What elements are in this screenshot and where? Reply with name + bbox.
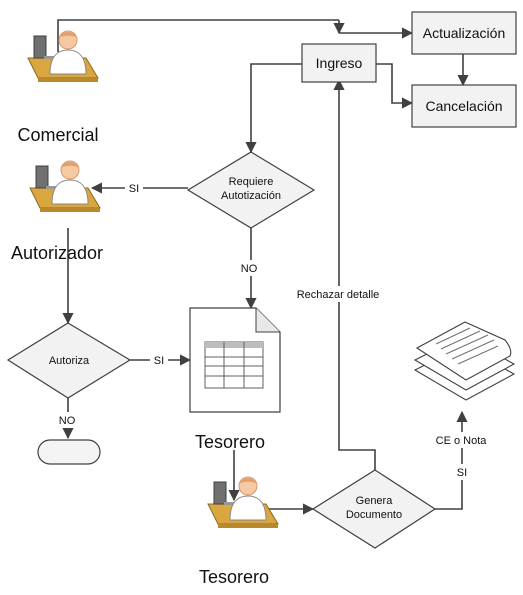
stacked-documents-icon (413, 321, 516, 401)
document-spreadsheet-icon (189, 307, 281, 413)
edge-label-si-genera: SI (457, 467, 467, 479)
decision-requiere-line2: Autotización (221, 190, 281, 202)
box-actualizacion-label: Actualización (423, 25, 506, 41)
edge-ingreso-to-requiere (245, 63, 302, 154)
edge-label-no-requiere: NO (241, 263, 258, 275)
edge-ingreso-to-cancelacion (376, 63, 414, 109)
actor-label-comercial: Comercial (17, 125, 98, 145)
person-autorizador-icon (29, 160, 101, 213)
actor-label-tesorero-document: Tesorero (195, 432, 265, 452)
person-tesorero-icon (207, 476, 279, 529)
decision-genera-line2: Documento (346, 509, 402, 521)
edge-label-si-autoriza: SI (154, 355, 164, 367)
edge-label-rechazar-detalle: Rechazar detalle (297, 289, 380, 301)
edge-label-ce-o-nota: CE o Nota (436, 435, 488, 447)
person-comercial-icon (27, 30, 99, 83)
edge-label-si-requiere: SI (129, 183, 139, 195)
terminal-end (37, 439, 101, 465)
edge-genera-si (435, 410, 468, 510)
box-cancelacion: Cancelación (411, 84, 517, 128)
actor-label-tesorero-person: Tesorero (199, 567, 269, 587)
decision-autoriza-label: Autoriza (49, 355, 90, 367)
decision-genera-line1: Genera (356, 495, 394, 507)
box-actualizacion: Actualización (411, 11, 517, 55)
box-ingreso-label: Ingreso (316, 55, 363, 71)
decision-autoriza: Autoriza (6, 322, 132, 399)
edges (57, 19, 469, 515)
edge-comercial-to-actualizacion (57, 19, 339, 52)
box-cancelacion-label: Cancelación (425, 98, 502, 114)
edge-rechazar-detalle (333, 78, 376, 470)
decision-requiere: Requiere Autotización (186, 151, 316, 229)
decision-requiere-line1: Requiere (229, 176, 274, 188)
actor-label-autorizador: Autorizador (11, 243, 103, 263)
edge-label-no-autoriza: NO (59, 415, 76, 427)
decision-genera: Genera Documento (311, 469, 437, 549)
box-ingreso: Ingreso (301, 43, 377, 83)
